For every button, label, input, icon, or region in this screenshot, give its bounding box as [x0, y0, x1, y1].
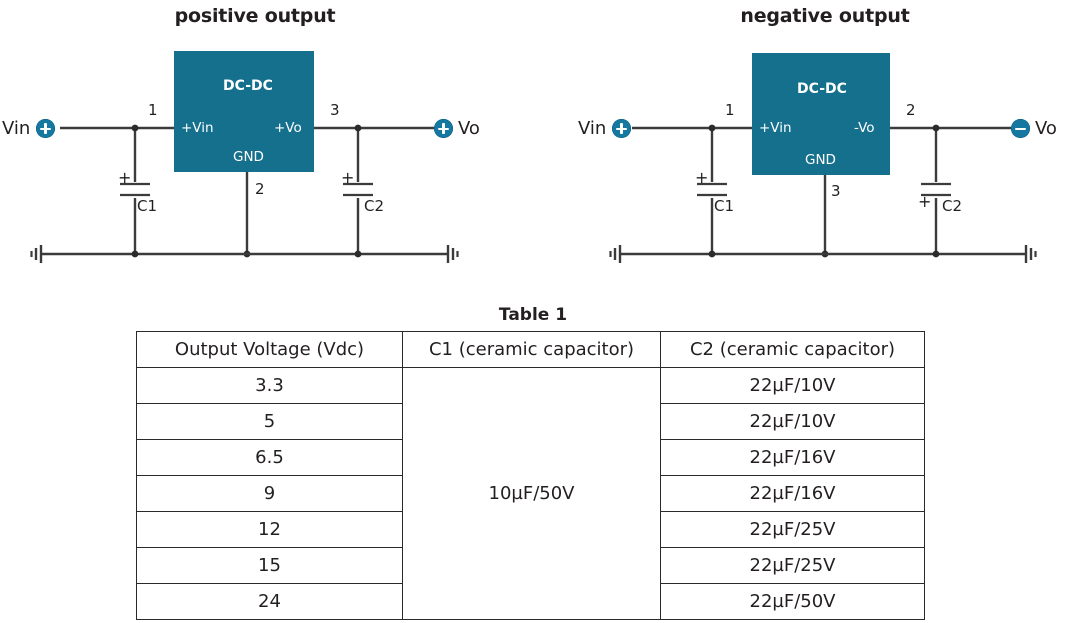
negative-pin-number-2: 2 — [906, 101, 916, 119]
table-row: 5 22µF/10V — [136, 403, 925, 440]
positive-pin-number-1: 1 — [148, 101, 158, 119]
positive-c1-label: C1 — [137, 197, 158, 215]
negative-block-title: DC-DC — [797, 81, 847, 97]
cell-c2: 22µF/16V — [660, 475, 925, 512]
table-header-row: Output Voltage (Vdc) C1 (ceramic capacit… — [136, 331, 925, 368]
cell-c2: 22µF/16V — [660, 439, 925, 476]
header-output-voltage: Output Voltage (Vdc) — [136, 331, 403, 368]
table-row: 3.3 10µF/50V 22µF/10V — [136, 367, 925, 620]
cell-c2: 22µF/50V — [660, 583, 925, 620]
cell-voltage: 3.3 — [136, 367, 403, 404]
negative-pin-vin-label: +Vin — [759, 120, 792, 136]
positive-vin-terminal[interactable] — [36, 119, 55, 138]
positive-c2-polarity-sign: + — [341, 168, 355, 187]
positive-pin-number-2: 2 — [255, 180, 265, 198]
cell-voltage: 24 — [136, 583, 403, 620]
negative-c1-polarity-sign: + — [695, 168, 709, 187]
positive-block-title: DC-DC — [223, 78, 273, 94]
table-row: 24 22µF/50V — [136, 583, 925, 620]
header-c1: C1 (ceramic capacitor) — [402, 331, 661, 368]
negative-vin-label: Vin — [578, 118, 607, 139]
cell-voltage: 5 — [136, 403, 403, 440]
negative-c1-label: C1 — [714, 197, 735, 215]
positive-circuit-title: positive output — [174, 5, 336, 27]
table-row: 15 22µF/25V — [136, 547, 925, 584]
negative-vo-terminal[interactable] — [1011, 119, 1030, 138]
table-title: Table 1 — [498, 305, 568, 325]
cell-voltage: 12 — [136, 511, 403, 548]
negative-c2-label: C2 — [942, 197, 963, 215]
positive-pin-number-3: 3 — [330, 101, 340, 119]
negative-pin-number-3: 3 — [831, 182, 841, 200]
negative-pin-vo-label: -Vo — [854, 120, 875, 136]
cell-c2: 22µF/10V — [660, 367, 925, 404]
positive-pin-vin-label: +Vin — [181, 120, 214, 136]
cell-c2: 22µF/10V — [660, 403, 925, 440]
negative-pin-gnd-label: GND — [805, 152, 836, 168]
cell-voltage: 15 — [136, 547, 403, 584]
positive-c1-polarity-sign: + — [118, 168, 132, 187]
positive-c2-label: C2 — [364, 197, 385, 215]
capacitor-spec-table: Output Voltage (Vdc) C1 (ceramic capacit… — [136, 331, 925, 620]
positive-vin-label: Vin — [2, 118, 31, 139]
positive-pin-vo-label: +Vo — [274, 120, 302, 136]
positive-vo-label: Vo — [458, 118, 480, 139]
cell-voltage: 6.5 — [136, 439, 403, 476]
negative-pin-number-1: 1 — [725, 101, 735, 119]
cell-voltage: 9 — [136, 475, 403, 512]
negative-vo-label: Vo — [1035, 118, 1057, 139]
table-row: 12 22µF/25V — [136, 511, 925, 548]
positive-circuit-schematic — [30, 51, 459, 263]
header-c2: C2 (ceramic capacitor) — [660, 331, 925, 368]
table-row: 9 22µF/16V — [136, 475, 925, 512]
negative-circuit-schematic — [609, 53, 1037, 263]
negative-c2-polarity-sign: + — [918, 192, 932, 211]
positive-vo-terminal[interactable] — [434, 119, 453, 138]
negative-vin-terminal[interactable] — [612, 119, 631, 138]
positive-pin-gnd-label: GND — [233, 149, 264, 165]
negative-circuit-title: negative output — [740, 5, 910, 27]
cell-c2: 22µF/25V — [660, 511, 925, 548]
cell-c2: 22µF/25V — [660, 547, 925, 584]
cell-c1-merged: 10µF/50V — [402, 367, 661, 620]
table-row: 6.5 22µF/16V — [136, 439, 925, 476]
